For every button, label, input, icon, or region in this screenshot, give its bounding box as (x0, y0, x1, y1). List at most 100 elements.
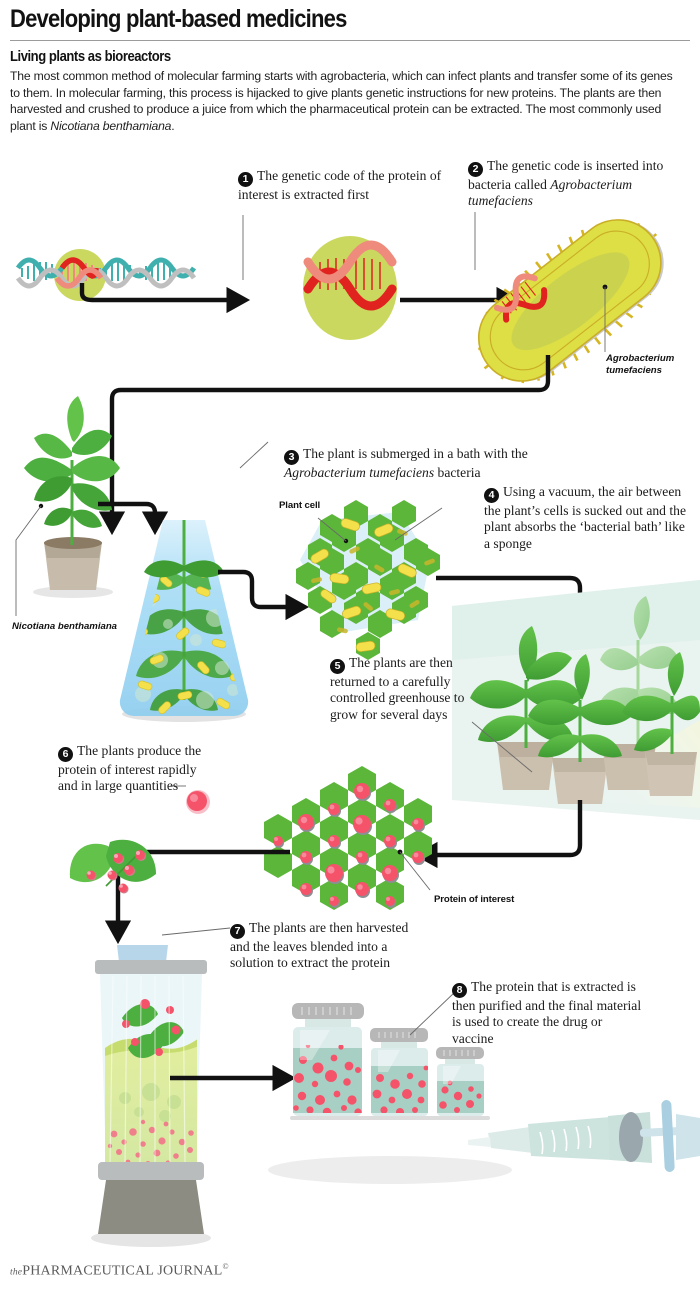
plant-cell-label: Plant cell (279, 500, 321, 511)
vial-large-cap (292, 1003, 364, 1019)
flow-flask-to-cells (218, 569, 310, 621)
protein-callout-dot (186, 790, 210, 814)
protein-cell-cluster-illustration (186, 766, 432, 910)
syringe-barrel (528, 1117, 612, 1160)
intro-paragraph: The most common method of molecular farm… (10, 68, 682, 134)
vial-medium-highlight (378, 1050, 400, 1072)
blender-lid-knob (117, 945, 168, 962)
step-7-text: The plants are then harvested and the le… (230, 920, 409, 971)
vial-shelf (290, 1116, 490, 1120)
agrobacterium-label: Agrobacterium tumefaciens (606, 353, 674, 376)
vial-small (436, 1047, 484, 1116)
step-2-text: The genetic code is inserted into bacter… (468, 158, 664, 192)
step-8-number: 8 (452, 983, 467, 998)
greenhouse-plants (470, 596, 700, 762)
vial-large-highlight (300, 1030, 330, 1060)
bacterium-inner-membrane (489, 230, 650, 371)
blender-lid (95, 960, 207, 974)
dna-backbone-top (15, 257, 197, 279)
vial-medium-cap-ridges (378, 1032, 416, 1038)
leaf-back (69, 843, 114, 883)
cell-bacteria-small (311, 529, 435, 634)
step-3-species: Agrobacterium tumefaciens (284, 465, 435, 480)
intro-species: Nicotiana benthamiana (50, 118, 172, 133)
flow-plant-to-flask (98, 501, 169, 536)
step5-leader (471, 721, 533, 773)
vial-medium-liquid (371, 1065, 428, 1113)
vial-large-liquid (293, 1045, 362, 1113)
protein-dots-in-cells (273, 783, 425, 908)
syringe-thumb-rest (676, 1114, 700, 1160)
vial-small-cap-ridges (443, 1050, 475, 1056)
syringe-needle-hub (488, 1127, 533, 1153)
vial-small-highlight (443, 1066, 461, 1084)
step-3-number: 3 (284, 450, 299, 465)
dna-backbone-bottom-salmon (54, 267, 104, 289)
vials-illustration (268, 1003, 700, 1184)
plant-leaves (24, 396, 120, 528)
jar-highlights (109, 975, 186, 1165)
agrobacterium-label-line1: Agrobacterium (606, 353, 675, 364)
subhead: Living plants as bioreactors (10, 49, 171, 65)
vial-large-cap-ridges (301, 1007, 352, 1015)
syringe-needle (468, 1137, 491, 1147)
step-3-text-2: bacteria (434, 465, 481, 480)
nicotiana-label-leader (15, 503, 44, 616)
flow-dna-to-gene (79, 283, 251, 314)
gene-helix-salmon (303, 240, 397, 284)
step-7-number: 7 (230, 924, 245, 939)
step-2-number: 2 (468, 162, 483, 177)
flask-top-leaf-right (184, 560, 224, 578)
syringe-illustration (468, 1100, 700, 1172)
blender-illustration (91, 945, 211, 1247)
step-5-text: The plants are then returned to a carefu… (330, 655, 465, 722)
footer-logo: thePHARMACEUTICAL JOURNAL© (10, 1262, 229, 1280)
step-3-text: The plant is submerged in a bath with th… (303, 446, 528, 461)
flask-illustration (119, 520, 249, 722)
step-4-number: 4 (484, 488, 499, 503)
step8-leader (409, 991, 456, 1036)
step-5-number: 5 (330, 659, 345, 674)
dna-backbone-bottom (15, 267, 197, 289)
plasmid-salmon (493, 273, 538, 313)
plant-cell-cluster-illustration (296, 500, 440, 660)
flow-bacterium-to-flask-visible (98, 355, 551, 536)
greenhouse-front-plants (470, 626, 582, 748)
harvested-leaf-illustration (69, 839, 156, 894)
syringe-flange (661, 1100, 675, 1172)
agrobacterium-label-leader (602, 284, 608, 352)
greenhouse-right-plants (622, 652, 700, 754)
header-block: Developing plant-based medicines (10, 6, 690, 33)
footer-the: the (10, 1267, 23, 1278)
page-title: Developing plant-based medicines (10, 5, 347, 33)
blender-juice (105, 1038, 197, 1170)
step-1-number: 1 (238, 172, 253, 187)
protein-hexagon-cells (264, 766, 432, 910)
agrobacterium-illustration (477, 219, 664, 384)
intro-text-2: . (171, 118, 175, 133)
nicotiana-plant-illustration (24, 396, 120, 598)
cell-bacteria-yellow (310, 518, 417, 652)
vial-large (292, 1003, 364, 1116)
flow-greenhouse-to-protein-cells (413, 800, 583, 869)
title-divider (10, 40, 690, 41)
step-3-callout: 3 The plant is submerged in a bath with t… (284, 446, 584, 481)
step7-leader (161, 927, 231, 936)
flask-top-leaf-left (144, 560, 184, 578)
greenhouse-mid-plants (528, 654, 632, 762)
step-6-number: 6 (58, 747, 73, 762)
protein-of-interest-label: Protein of interest (434, 894, 515, 905)
vial-medium (370, 1028, 428, 1116)
gene-circle-illustration (303, 236, 397, 340)
step-2-species: Agrobacterium tumefaciens (468, 177, 633, 209)
dna-strand-illustration (15, 249, 197, 301)
step4-leader (394, 507, 443, 541)
vial-small-neck (445, 1059, 475, 1066)
